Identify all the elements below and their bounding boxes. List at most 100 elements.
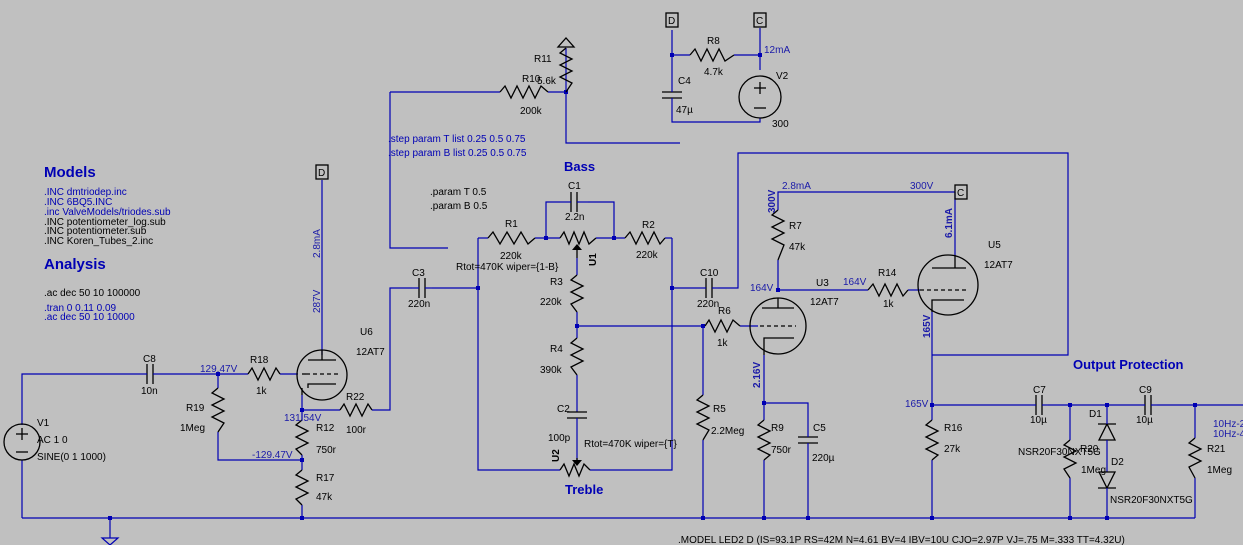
models-heading: Models [44,164,96,181]
resistor-r19[interactable] [210,387,226,433]
r8-name: R8 [707,36,720,47]
resistor-r10[interactable] [499,84,549,100]
capacitor-c4[interactable] [662,85,682,105]
v1-sine: SINE(0 1 1000) [37,452,106,463]
r22-name: R22 [346,392,365,403]
c5-value: 220µ [812,453,835,464]
c7-name: C7 [1033,385,1046,396]
u6-grid-voltage: 129.47V [200,364,238,375]
r22-value: 100r [346,425,367,436]
r19-value: 1Meg [180,423,205,434]
step-param-t: .step param T list 0.25 0.5 0.75 [388,134,526,145]
resistor-r6[interactable] [704,318,741,334]
capacitor-c7[interactable] [1030,395,1048,415]
voltage-source-v2[interactable] [738,75,782,119]
c10-name: C10 [700,268,719,279]
model-led2-line: .MODEL LED2 D (IS=93.1P RS=42M N=4.61 BV… [678,535,1125,545]
r1-value: 220k [500,251,523,262]
include-line-3: .inc ValveModels/triodes.sub [44,207,171,218]
resistor-r3[interactable] [569,274,585,313]
include-line-1: .INC dmtriodep.inc [44,187,127,198]
resistor-r16[interactable] [924,419,940,461]
capacitor-c8[interactable] [140,364,160,384]
u6-plate-voltage: 287V [312,289,323,313]
c3-name: C3 [412,268,425,279]
capacitor-c5[interactable] [798,420,818,460]
resistor-r5[interactable] [695,394,711,441]
d1-name: D1 [1089,409,1102,420]
c9-name: C9 [1139,385,1152,396]
resistor-r4[interactable] [569,337,585,376]
resistor-r22[interactable] [339,402,373,418]
analysis-ac-2: .ac dec 50 10 10000 [44,312,135,323]
u6-plate-current: 2.8mA [312,229,323,258]
c4-value: 47µ [676,105,693,116]
r21-name: R21 [1207,444,1226,455]
r7-current: 2.8mA [782,181,811,192]
d2-name: D2 [1111,457,1124,468]
resistor-r8[interactable] [689,47,735,63]
r9-name: R9 [771,423,784,434]
capacitor-c1[interactable] [560,192,588,212]
r20-name: R20 [1080,444,1099,455]
u6-type: 12AT7 [356,347,385,358]
resistor-r17[interactable] [294,469,310,506]
r11-value: 5.6k [537,76,557,87]
wires [21,28,1243,538]
net-flag-d-u6[interactable]: D [315,164,329,180]
net-flag-c-u5[interactable]: C [954,184,968,200]
capacitor-c9[interactable] [1140,395,1157,415]
capacitor-c3[interactable] [412,278,432,298]
v2-name: V2 [776,71,789,82]
capacitor-c2[interactable] [567,411,587,428]
r6-name: R6 [718,306,731,317]
include-line-5: .INC potentiometer.sub [44,226,147,237]
freq-readout-2: 10Hz-4 [1213,429,1243,440]
flag-c-supply-label: C [756,16,763,27]
resistor-r18[interactable] [247,366,281,382]
r7-value: 47k [789,242,806,253]
c4-name: C4 [678,76,691,87]
net-flag-d-supply[interactable]: D [665,12,679,28]
diode-d1[interactable] [1097,418,1117,472]
r4-name: R4 [550,344,563,355]
resistor-r9[interactable] [756,419,772,461]
r21-value: 1Meg [1207,465,1232,476]
include-line-6: .INC Koren_Tubes_2.inc [44,236,153,247]
resistor-r7[interactable] [770,209,786,261]
resistor-r1[interactable] [487,230,536,246]
u5-grid-voltage: 164V [843,277,867,288]
r10-name: R10 [522,74,541,85]
resistor-r14[interactable] [867,282,909,298]
resistor-r20[interactable] [1062,439,1078,479]
r2-value: 220k [636,250,659,261]
include-line-4: .INC potentiometer_log.sub [44,217,166,228]
analysis-ac-1: .ac dec 50 10 100000 [44,288,141,299]
r18-value: 1k [256,386,268,397]
r18-name: R18 [250,355,269,366]
voltage-source-v1[interactable] [3,423,41,461]
resistor-r12[interactable] [294,419,310,456]
r12-value: 750r [316,445,337,456]
tube-u5[interactable] [917,254,979,316]
potentiometer-u2[interactable] [559,458,591,478]
resistor-r21[interactable] [1187,437,1203,479]
net-flag-c-supply[interactable]: C [753,12,767,28]
potentiometer-u1[interactable] [559,230,597,258]
resistor-r11[interactable] [558,47,574,93]
capacitor-c10[interactable] [700,278,718,298]
tube-u3[interactable] [749,297,807,355]
diode-d2[interactable] [1097,471,1117,492]
r1-name: R1 [505,219,518,230]
supply-current: 12mA [764,45,790,56]
output-protection-heading: Output Protection [1073,357,1184,372]
r9-value: 750r [771,445,792,456]
pot-u1-params: Rtot=470K wiper={1-B} [456,262,559,273]
c8-value: 10n [141,386,158,397]
include-line-2: .INC 6BQ5.INC [44,197,112,208]
d2-model: NSR20F30NXT5G [1110,495,1193,506]
flag-c-u5-label: C [957,188,964,199]
tube-u6[interactable] [296,349,348,401]
resistor-r2[interactable] [624,230,666,246]
d1-model: NSR20F30NXT5G [1018,447,1101,458]
